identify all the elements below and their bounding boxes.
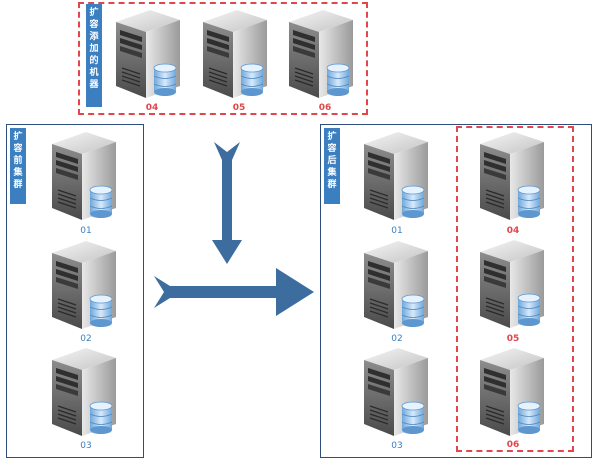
server-icon [288,9,354,99]
server-number: 04 [145,103,159,113]
server-number: 06 [506,440,520,450]
after-cluster-label: 扩容后集群 [324,128,340,204]
server-icon [479,347,545,437]
server-icon [479,239,545,329]
server-number: 01 [80,226,92,236]
server-icon [51,347,117,437]
server-number: 03 [391,441,403,451]
server-number: 03 [80,441,92,451]
before-cluster-frame [6,124,144,458]
before-cluster-label: 扩容前集群 [10,128,26,204]
server-number: 04 [506,226,520,236]
server-icon [51,131,117,221]
added-servers-frame [456,126,574,452]
added-machines-label: 扩容添加的机器 [86,4,102,107]
server-number: 02 [80,334,92,344]
added-machines-frame [78,2,368,115]
arrow-right-icon [154,268,314,316]
server-icon [363,347,429,437]
server-number: 05 [232,103,246,113]
server-number: 01 [391,226,403,236]
server-number: 02 [391,334,403,344]
arrow-down-icon [212,142,242,264]
server-icon [363,240,429,330]
server-icon [202,9,268,99]
server-number: 06 [318,103,332,113]
server-icon [51,240,117,330]
server-icon [115,9,181,99]
server-number: 05 [506,334,520,344]
server-icon [479,131,545,221]
after-cluster-frame [320,124,592,458]
server-icon [363,131,429,221]
